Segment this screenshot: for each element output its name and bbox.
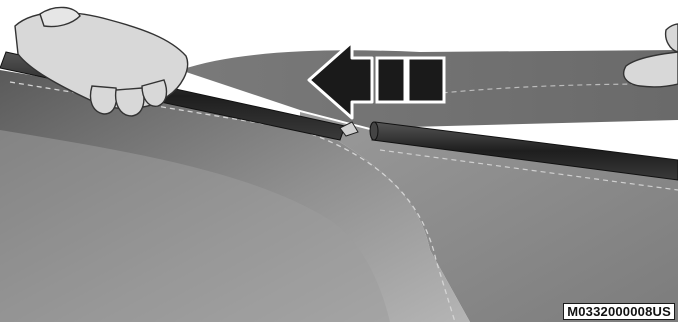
right-hand-fingertip (666, 24, 678, 52)
figure-code-label: M0332000008US (563, 303, 675, 320)
arrow-tail-block-1 (377, 58, 405, 102)
arrow-tail-block-2 (408, 58, 444, 102)
left-hand-finger-1 (91, 86, 117, 114)
seal-strip-end (370, 122, 378, 140)
